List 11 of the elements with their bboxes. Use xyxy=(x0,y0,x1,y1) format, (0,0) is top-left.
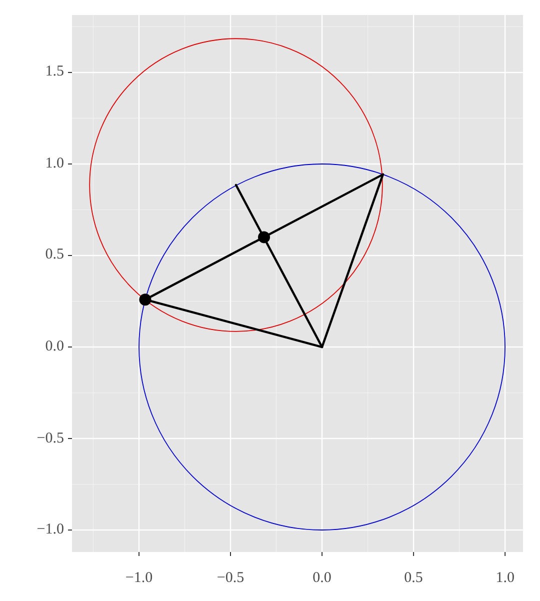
y-tick-label: 0.5 xyxy=(45,248,64,263)
x-tick-label: 1.0 xyxy=(496,571,514,586)
y-tick-label: −0.5 xyxy=(36,431,64,446)
x-tick-label: −0.5 xyxy=(216,571,244,586)
y-tick-label: 1.5 xyxy=(45,64,64,80)
x-tick-label: −1.0 xyxy=(125,571,153,586)
y-tick-label: −1.0 xyxy=(36,522,64,538)
y-tick-label: 0.0 xyxy=(45,340,64,354)
x-tick-label: 0.5 xyxy=(404,571,423,586)
y-tick-label: 1.0 xyxy=(45,156,64,172)
x-tick-label: 0.0 xyxy=(312,571,332,586)
